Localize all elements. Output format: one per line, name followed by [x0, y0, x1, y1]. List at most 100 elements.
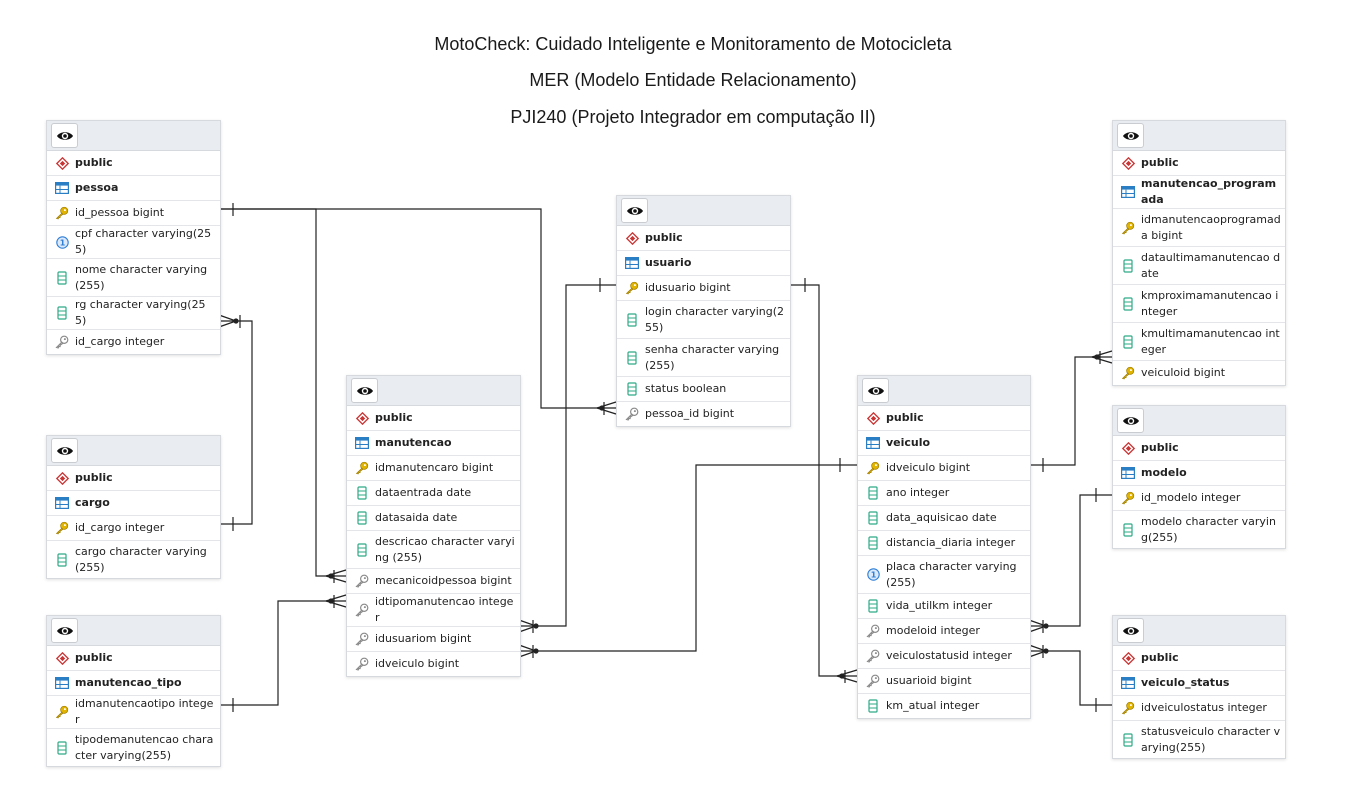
column-label: modeloid integer: [886, 624, 980, 637]
schema-name: public: [1141, 441, 1179, 454]
column-icon: [866, 536, 880, 550]
table-name: cargo: [75, 496, 110, 509]
link-modelo-veiculo: [1029, 494, 1112, 627]
column-row[interactable]: dataultimamanutencao date: [1113, 247, 1285, 285]
column-row[interactable]: idusuariom bigint: [347, 627, 520, 652]
column-label: usuarioid bigint: [886, 674, 972, 687]
column-label: descricao character varying (255): [375, 534, 515, 564]
column-icon: [55, 270, 69, 285]
column-row[interactable]: dataentrada date: [347, 481, 520, 506]
column-row[interactable]: rg character varying(255): [47, 297, 220, 330]
column-row[interactable]: modeloid integer: [858, 619, 1030, 644]
eye-icon[interactable]: [1117, 618, 1144, 643]
column-row[interactable]: km_atual integer: [858, 694, 1030, 718]
column-row[interactable]: id_cargo integer: [47, 516, 220, 541]
table-name-row: manutencao_tipo: [47, 671, 220, 696]
column-icon: [1121, 732, 1135, 747]
column-row[interactable]: id_cargo integer: [47, 330, 220, 354]
column-label: kmproximamanutencao integer: [1141, 288, 1279, 318]
column-row[interactable]: mecanicoidpessoa bigint: [347, 569, 520, 594]
column-row[interactable]: nome character varying(255): [47, 259, 220, 297]
table-name: usuario: [645, 256, 692, 269]
column-row[interactable]: usuarioid bigint: [858, 669, 1030, 694]
eye-icon[interactable]: [1117, 408, 1144, 433]
table-icon: [1121, 185, 1135, 199]
column-row[interactable]: login character varying(255): [617, 301, 790, 339]
schema-icon: [55, 156, 69, 170]
column-row[interactable]: descricao character varying (255): [347, 531, 520, 569]
column-row[interactable]: datasaida date: [347, 506, 520, 531]
column-row[interactable]: kmproximamanutencao integer: [1113, 285, 1285, 323]
column-label: senha character varying(255): [645, 342, 780, 372]
column-label: placa character varying(255): [886, 559, 1017, 589]
column-row[interactable]: id_modelo integer: [1113, 486, 1285, 511]
diagram-course: PJI240 (Projeto Integrador em computação…: [510, 107, 876, 127]
column-icon: [866, 511, 880, 525]
column-row[interactable]: kmultimamanutencao integer: [1113, 323, 1285, 361]
column-label: idusuariom bigint: [375, 632, 472, 645]
eye-icon[interactable]: [862, 378, 889, 403]
column-label: idmanutencaoprogramada bigint: [1141, 212, 1281, 242]
column-row[interactable]: tipodemanutencao character varying(255): [47, 729, 220, 766]
column-label: idmanutencaro bigint: [375, 461, 494, 474]
column-row[interactable]: idveiculo bigint: [347, 652, 520, 676]
column-row[interactable]: ano integer: [858, 481, 1030, 506]
column-label: rg character varying(255): [75, 298, 206, 327]
eye-icon[interactable]: [51, 618, 78, 643]
column-row[interactable]: distancia_diaria integer: [858, 531, 1030, 556]
column-row[interactable]: idusuario bigint: [617, 276, 790, 301]
eye-icon[interactable]: [51, 123, 78, 148]
primary-key-icon: [866, 461, 880, 475]
column-row[interactable]: modelo character varying(255): [1113, 511, 1285, 548]
primary-key-icon: [1121, 366, 1135, 380]
column-row[interactable]: idmanutencaoprogramada bigint: [1113, 209, 1285, 247]
column-row[interactable]: idveiculo bigint: [858, 456, 1030, 481]
column-label: id_cargo integer: [75, 521, 165, 534]
table-name: modelo: [1141, 466, 1187, 479]
eye-icon[interactable]: [1117, 123, 1144, 148]
foreign-key-icon: [355, 574, 369, 588]
column-row[interactable]: idveiculostatus integer: [1113, 696, 1285, 721]
column-row[interactable]: id_pessoa bigint: [47, 201, 220, 226]
eye-icon[interactable]: [51, 438, 78, 463]
column-row[interactable]: veiculoid bigint: [1113, 361, 1285, 385]
schema-name: public: [1141, 651, 1179, 664]
foreign-key-icon: [625, 407, 639, 421]
column-row[interactable]: idmanutencaotipo integer: [47, 696, 220, 729]
eye-icon[interactable]: [621, 198, 648, 223]
eye-icon[interactable]: [351, 378, 378, 403]
column-row[interactable]: statusveiculo character varying(255): [1113, 721, 1285, 758]
primary-key-icon: [1121, 491, 1135, 505]
schema-icon: [55, 471, 69, 485]
foreign-key-icon: [866, 624, 880, 638]
column-row[interactable]: vida_utilkm integer: [858, 594, 1030, 619]
column-row[interactable]: idtipomanutencao integer: [347, 594, 520, 627]
column-row[interactable]: idmanutencaro bigint: [347, 456, 520, 481]
column-row[interactable]: data_aquisicao date: [858, 506, 1030, 531]
column-row[interactable]: veiculostatusid integer: [858, 644, 1030, 669]
column-row[interactable]: senha character varying(255): [617, 339, 790, 377]
table-name-row: manutencao: [347, 431, 520, 456]
card-header: [47, 616, 220, 646]
schema-name: public: [75, 156, 113, 169]
column-row[interactable]: status boolean: [617, 377, 790, 402]
column-row[interactable]: pessoa_id bigint: [617, 402, 790, 426]
table-name-row: veiculo_status: [1113, 671, 1285, 696]
schema-row: public: [47, 646, 220, 671]
column-row[interactable]: cargo character varying(255): [47, 541, 220, 578]
foreign-key-icon: [55, 335, 69, 349]
column-icon: [55, 740, 69, 755]
link-veiculo-manutencao: [519, 464, 857, 652]
